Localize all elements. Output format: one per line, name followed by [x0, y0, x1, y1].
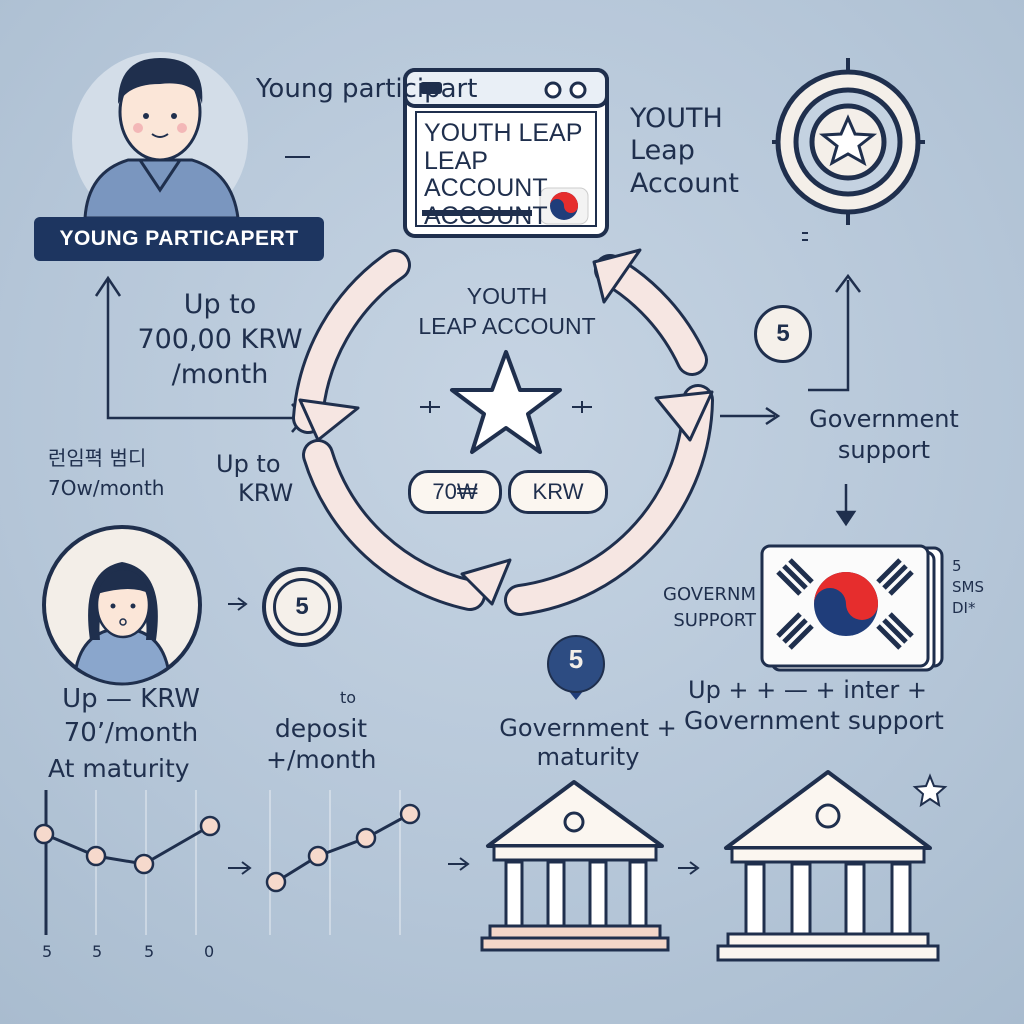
government-building-icon — [716, 770, 948, 962]
deposit-label: deposit +/month — [266, 714, 377, 775]
map-pin-icon — [547, 635, 605, 700]
left-mid-upto: Up to KRW — [216, 450, 294, 507]
flag-side-left: GOVERNM SUPPORT — [663, 584, 756, 632]
center-star — [420, 350, 592, 454]
at-maturity-label: At maturity — [48, 754, 190, 783]
flag-side-right: 5 SMS DI* — [952, 557, 984, 617]
avatar-female-participant — [42, 525, 202, 686]
korean-flag-card — [760, 544, 944, 672]
number-circle-inner: 5 — [273, 578, 331, 636]
gov-support-right: Government support — [809, 405, 959, 465]
small-arrows — [228, 597, 700, 875]
gov-maturity-label: Government + maturity — [499, 714, 677, 771]
deposit-to: to — [340, 688, 357, 707]
cycle-arrows — [292, 248, 714, 616]
amount-pill-left: 70₩ — [408, 470, 502, 514]
account-window — [403, 68, 609, 238]
bottom-left-amount: Up — KRW 70’/month — [62, 684, 200, 748]
chart-tick-4: 0 — [204, 942, 215, 961]
up-inter-label: Up + + — + inter + — [688, 676, 927, 704]
account-window-text: YOUTH LEAP LEAP ACCOUNT ACCOUNT — [424, 119, 583, 230]
decorative-dashes — [285, 156, 808, 241]
bank-building-icon — [480, 780, 670, 952]
participant-label: Young participart — [256, 74, 478, 104]
target-icon — [772, 58, 925, 225]
left-amount: Up to 700,00 KRW /month — [137, 289, 303, 391]
account-side-label: YOUTH Leap Account — [630, 103, 740, 199]
right-flow-lines — [720, 273, 861, 527]
gov-support-bottom: Government support — [684, 706, 944, 735]
number-circle-top-right: 5 — [754, 305, 812, 363]
left-mid-korean: 런임펵 범디 7Ow/month — [48, 446, 165, 500]
participant-banner: YOUNG PARTICAPERT — [34, 217, 324, 261]
chart-tick-3: 5 — [144, 942, 155, 961]
avatar-young-participant — [72, 52, 248, 228]
pin-number: 5 — [568, 644, 584, 674]
chart-tick-2: 5 — [92, 942, 103, 961]
number-circle-mid: 5 — [262, 567, 342, 647]
chart-tick-1: 5 — [42, 942, 53, 961]
amount-pill-right: KRW — [508, 470, 608, 514]
center-title: YOUTH LEAP ACCOUNT — [418, 283, 596, 339]
line-chart — [33, 790, 421, 935]
